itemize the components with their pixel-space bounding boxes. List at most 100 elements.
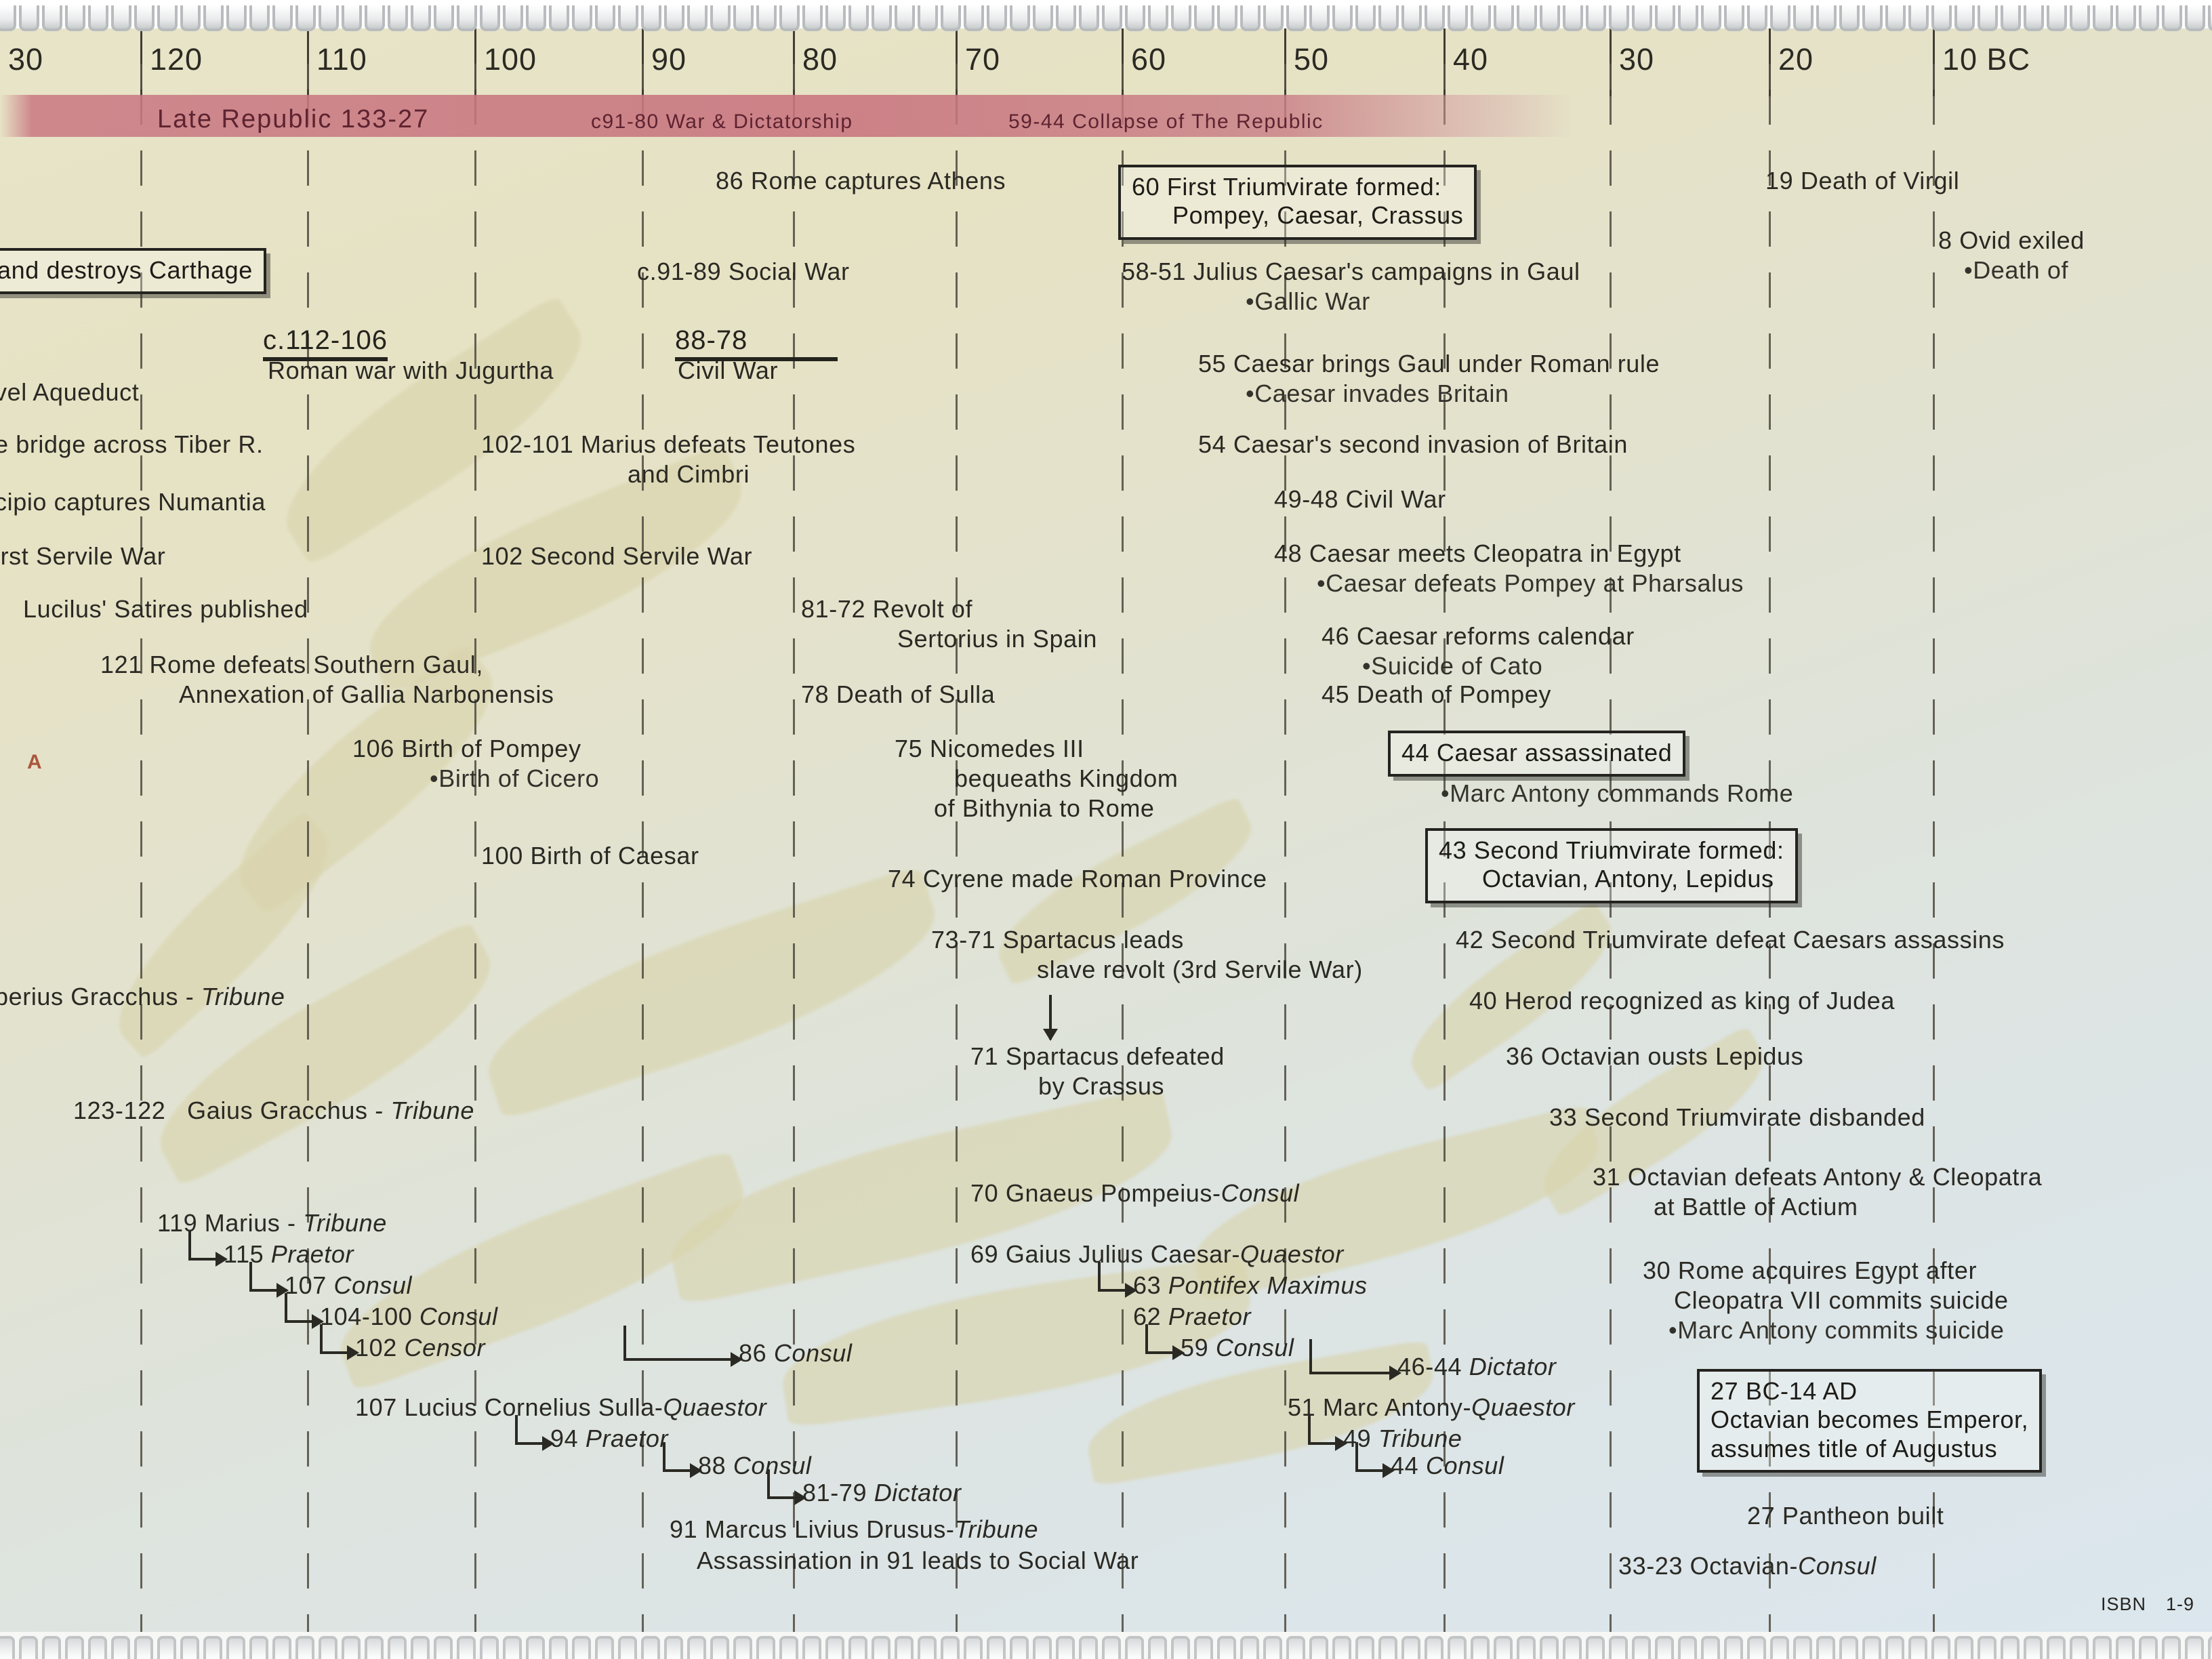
spiral-coil — [88, 3, 108, 31]
spiral-coil — [1309, 3, 1330, 31]
career-caesar-59: 59 Consul — [1181, 1335, 1294, 1361]
spiral-coil — [1770, 1636, 1789, 1659]
spiral-coil — [1010, 3, 1030, 31]
career-gaius-gracchus: 123-122 Gaius Gracchus - Tribune — [73, 1098, 474, 1124]
spiral-coil — [1839, 3, 1860, 31]
spiral-coil — [1724, 1636, 1743, 1659]
career-gnaeus-pompeius: 70 Gnaeus Pompeius-Consul — [970, 1181, 1299, 1206]
spiral-coil — [1102, 1636, 1121, 1659]
spiral-coil — [342, 1636, 361, 1659]
spiral-coil — [1033, 3, 1053, 31]
spiral-coil — [618, 3, 638, 31]
red-letter-mark: A — [27, 751, 42, 773]
axis-tick-50: 50 — [1294, 42, 1330, 77]
grid-line-header — [793, 28, 795, 96]
event-58-51-gaul: 58-51 Julius Caesar's campaigns in Gaul — [1122, 258, 1580, 285]
spiral-coil — [1125, 3, 1145, 31]
event-suicide-cato: •Suicide of Cato — [1362, 652, 1543, 680]
career-antony-44: 44 Consul — [1391, 1453, 1504, 1479]
career-antony-49-role: Tribune — [1378, 1425, 1462, 1452]
spiral-coil — [388, 3, 408, 31]
career-caesar-63: 63 Pontifex Maximus — [1133, 1273, 1368, 1298]
spiral-coil — [19, 1636, 38, 1659]
spiral-coil — [295, 1636, 314, 1659]
career-sulla-94: 94 Praetor — [550, 1426, 668, 1452]
axis-tick-110: 110 — [316, 42, 367, 77]
event-gallia-narbonensis: Annexation of Gallia Narbonensis — [179, 680, 554, 708]
career-marius-86-year: 86 — [739, 1339, 774, 1367]
grid-line-header — [307, 28, 309, 96]
event-31-actium: 31 Octavian defeats Antony & Cleopatra — [1593, 1163, 2043, 1191]
event-c91-89-social-war: c.91-89 Social War — [637, 258, 850, 285]
event-73-71-spartacus: 73-71 Spartacus leads — [931, 926, 1184, 954]
event-40-herod-judea: 40 Herod recognized as king of Judea — [1469, 987, 1895, 1015]
spiral-coil — [941, 1636, 960, 1659]
spiral-coil — [2024, 1636, 2043, 1659]
spiral-coil — [618, 1636, 637, 1659]
career-sulla-role: Quaestor — [663, 1393, 767, 1421]
event-106-birth-pompey: 106 Birth of Pompey — [352, 735, 581, 762]
chain-arrow-marius-115 — [188, 1231, 228, 1267]
spiral-coil — [1816, 3, 1837, 31]
event-42-caesars-assassins: 42 Second Triumvirate defeat Caesars ass… — [1456, 926, 2005, 954]
spiral-coil — [157, 1636, 176, 1659]
event-74-cyrene: 74 Cyrene made Roman Province — [888, 865, 1267, 893]
spiral-coil — [1655, 3, 1675, 31]
career-sulla: 107 Lucius Cornelius Sulla-Quaestor — [355, 1395, 766, 1420]
event-60-line2: Pompey, Caesar, Crassus — [1172, 201, 1464, 230]
event-destroys-carthage: and destroys Carthage — [0, 248, 266, 295]
event-102-101-teutones: 102-101 Marius defeats Teutones — [481, 430, 856, 458]
spiral-coil — [1885, 1636, 1904, 1659]
spiral-coil — [19, 3, 39, 31]
grid-line — [1284, 28, 1286, 1632]
spiral-coil — [2185, 3, 2205, 31]
spiral-coil — [641, 1636, 660, 1659]
spiral-coil — [2024, 3, 2044, 31]
spiral-coil — [1056, 1636, 1075, 1659]
axis-tick-10-BC: 10 BC — [1942, 42, 2031, 77]
spiral-coil — [319, 3, 339, 31]
event-jugurtha-war: Roman war with Jugurtha — [268, 356, 554, 384]
spiral-coil — [1978, 1636, 1996, 1659]
spiral-coil — [1747, 1636, 1766, 1659]
event-slave-revolt: slave revolt (3rd Servile War) — [1037, 956, 1363, 983]
career-sulla-81-year: 81-79 — [802, 1479, 874, 1507]
career-caesar-63-role: Pontifex Maximus — [1168, 1271, 1368, 1299]
career-gaius-name: Gaius Gracchus - — [187, 1097, 391, 1124]
spiral-coil — [964, 1636, 983, 1659]
career-julius-caesar: 69 Gaius Julius Caesar-Quaestor — [970, 1242, 1344, 1267]
spiral-coil — [918, 3, 938, 31]
spiral-coil — [848, 1636, 867, 1659]
axis-tick-120: 120 — [150, 42, 203, 77]
spiral-coil — [2047, 1636, 2066, 1659]
event-8-ovid-exiled: 8 Ovid exiled — [1938, 226, 2085, 254]
spiral-coil — [2139, 1636, 2158, 1659]
spiral-coil — [1978, 3, 1998, 31]
spiral-coil — [1355, 3, 1376, 31]
isbn-label: ISBN — [2101, 1594, 2147, 1614]
spiral-coil — [1494, 3, 1514, 31]
spiral-coil — [1793, 3, 1814, 31]
event-battle-actium: at Battle of Actium — [1654, 1193, 1858, 1221]
spiral-coil — [1609, 3, 1629, 31]
event-45-death-pompey: 45 Death of Pompey — [1322, 680, 1552, 708]
career-pompeius-role: Consul — [1221, 1179, 1300, 1207]
career-marius-86: 86 Consul — [739, 1340, 853, 1366]
spiral-coil — [1724, 3, 1744, 31]
career-sulla-name: 107 Lucius Cornelius Sulla- — [355, 1393, 663, 1421]
spiral-coil — [365, 1636, 384, 1659]
axis-tick-30: 30 — [1619, 42, 1655, 77]
grid-line — [474, 28, 476, 1632]
event-and-cimbri: and Cimbri — [628, 460, 750, 488]
career-sulla-94-role: Praetor — [585, 1425, 669, 1452]
chain-arrow-caesar-63 — [1098, 1262, 1137, 1298]
spiral-coil — [1586, 1636, 1605, 1659]
event-43-line1: 43 Second Triumvirate formed: — [1439, 836, 1784, 864]
spiral-coil — [226, 3, 247, 31]
event-marc-antony-commands: •Marc Antony commands Rome — [1441, 779, 1794, 807]
spiral-coil — [2047, 3, 2067, 31]
career-pompeius-name: 70 Gnaeus Pompeius- — [970, 1179, 1221, 1207]
spiral-coil — [595, 3, 615, 31]
spiral-coil — [503, 1636, 522, 1659]
